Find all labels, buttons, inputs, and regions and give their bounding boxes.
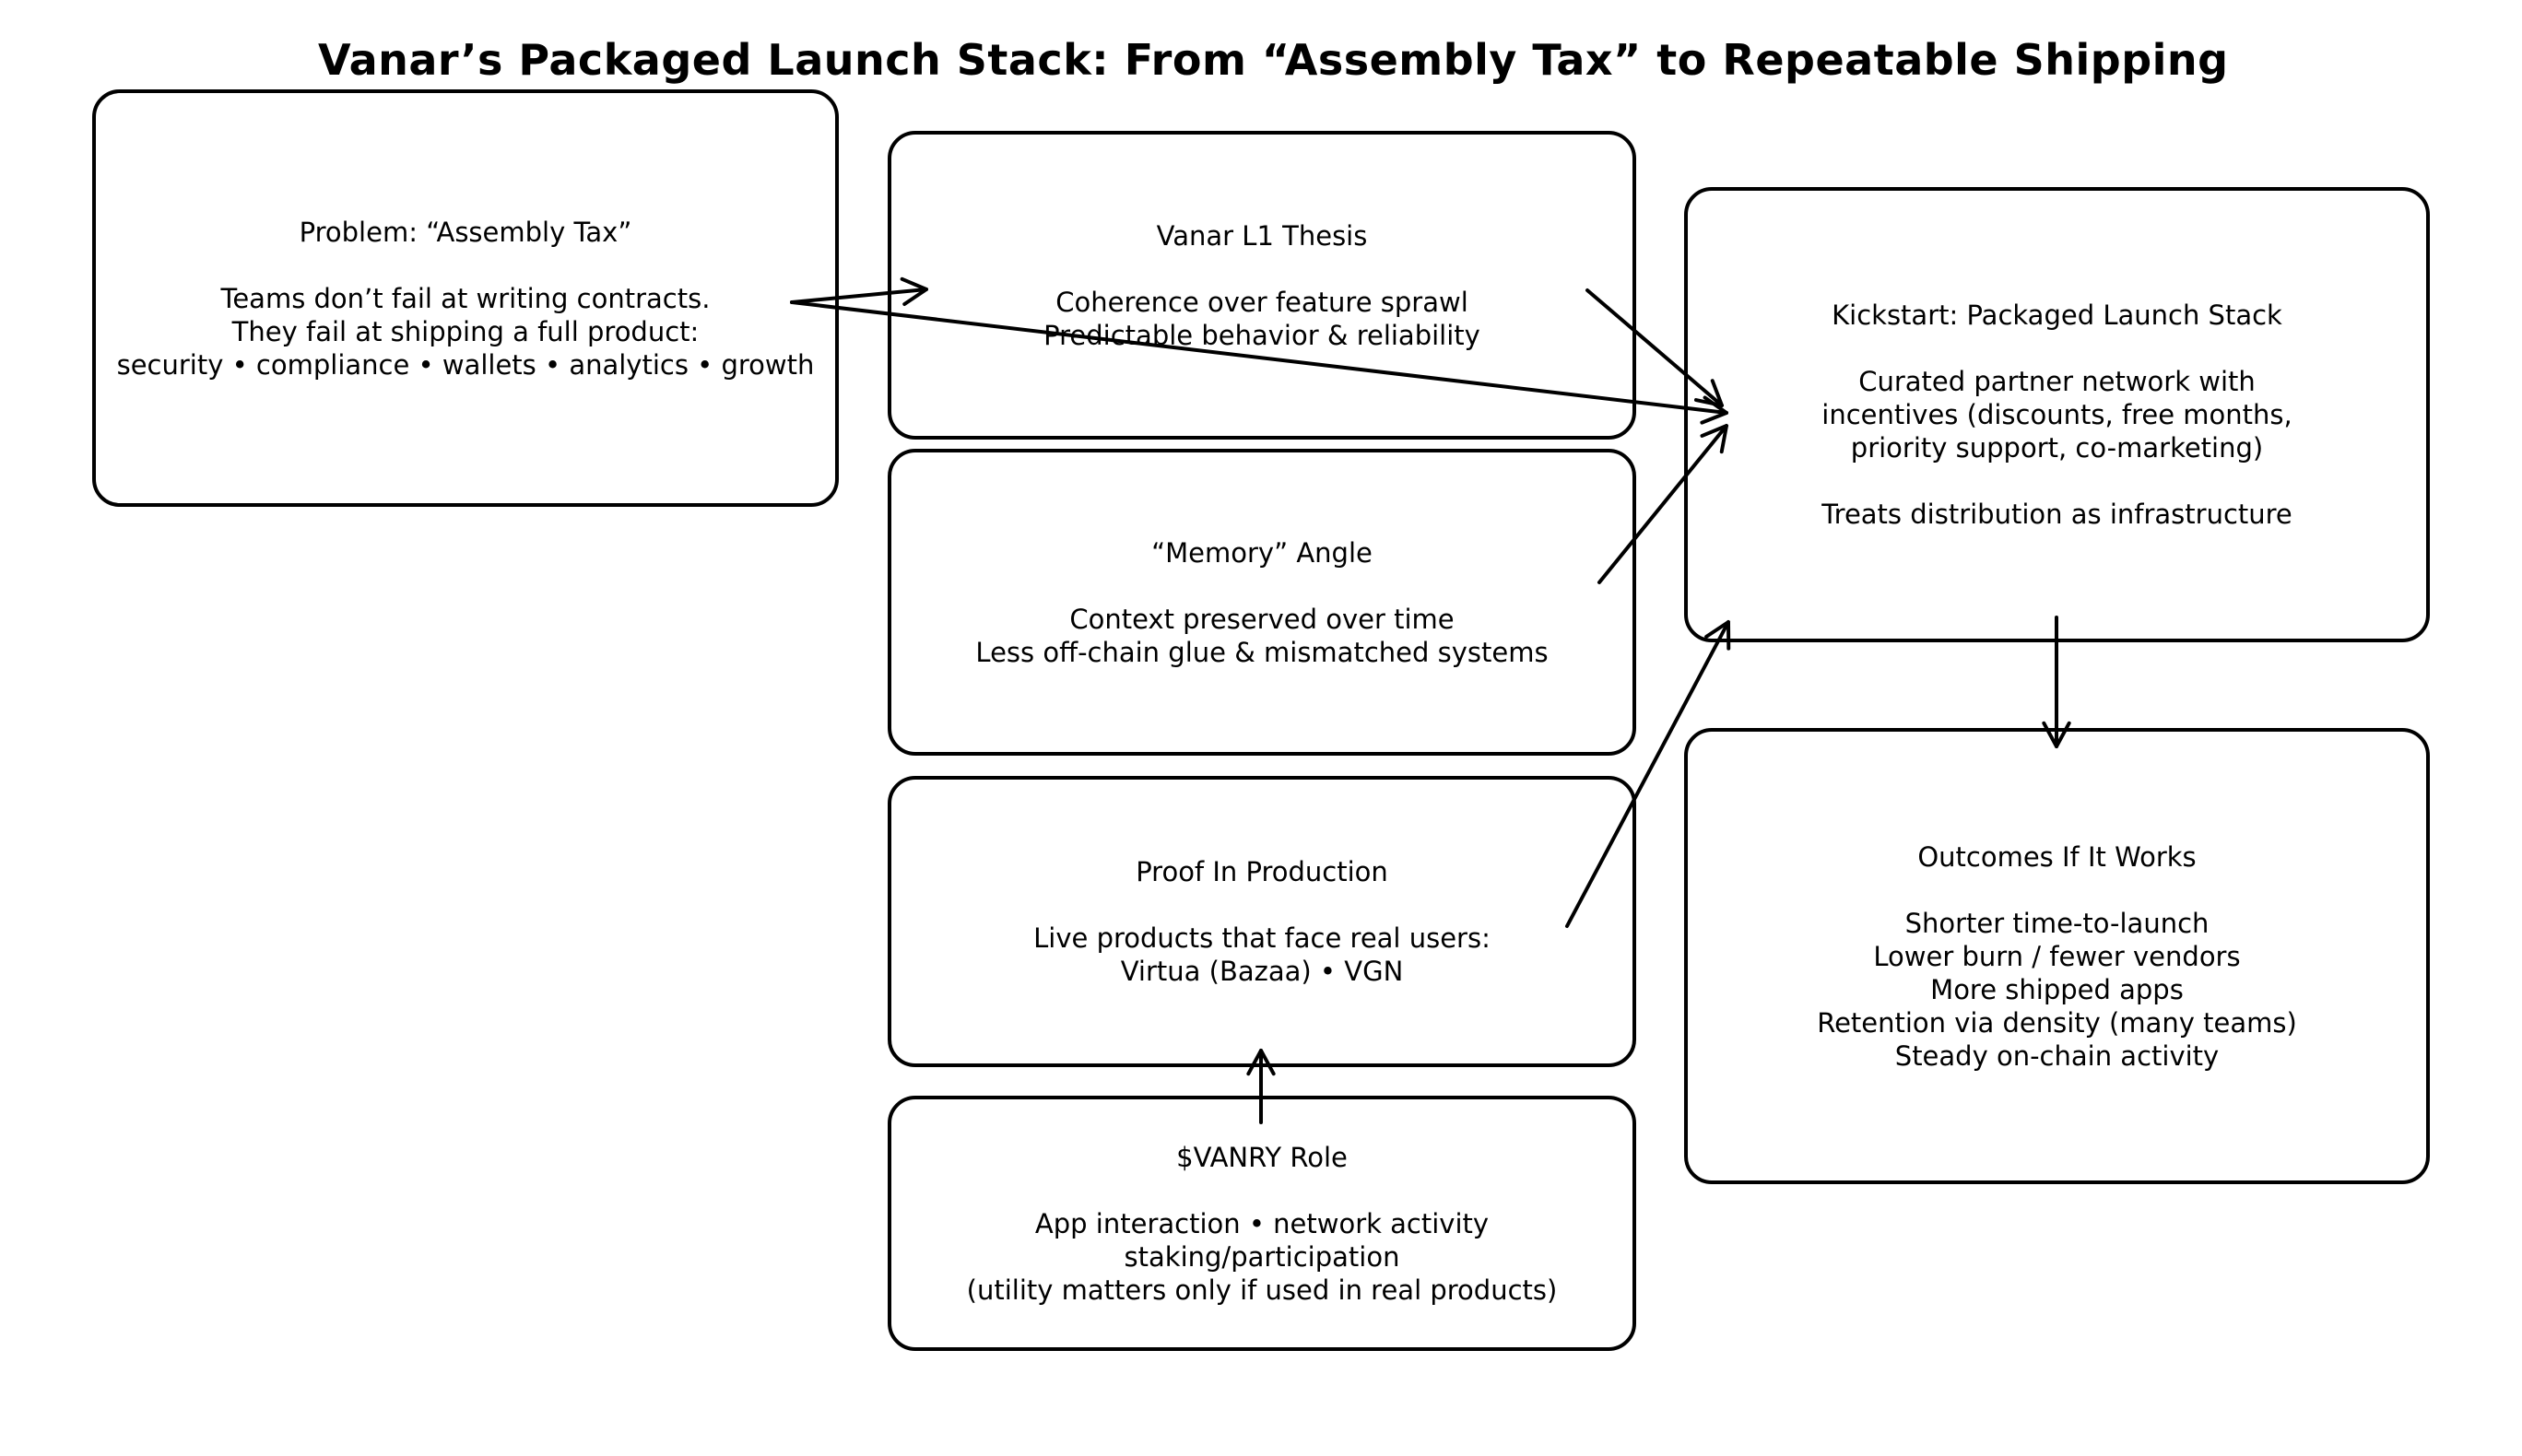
box-proof-in-production: Proof In Production Live products that f…: [888, 776, 1636, 1067]
box-memory-title: “Memory” Angle: [1151, 536, 1373, 569]
box-memory-line: Context preserved over time: [1069, 603, 1455, 635]
box-thesis-title: Vanar L1 Thesis: [1156, 219, 1368, 252]
box-vanry-line: staking/participation: [1124, 1240, 1400, 1273]
box-proof-line: Live products that face real users:: [1033, 922, 1491, 954]
box-outcomes-line: Retention via density (many teams): [1817, 1006, 2297, 1039]
box-memory-line: Less off-chain glue & mismatched systems: [975, 636, 1549, 668]
box-memory-angle: “Memory” Angle Context preserved over ti…: [888, 449, 1636, 756]
box-proof-line: Virtua (Bazaa) • VGN: [1120, 956, 1404, 987]
box-problem-line: They fail at shipping a full product:: [231, 315, 700, 347]
box-outcomes-line: Shorter time-to-launch: [1904, 907, 2210, 939]
box-vanry-line: App interaction • network activity: [1034, 1207, 1490, 1239]
diagram-title: Vanar’s Packaged Launch Stack: From “Ass…: [318, 35, 2229, 85]
box-problem-line: Teams don’t fail at writing contracts.: [220, 282, 711, 314]
box-thesis-line: Coherence over feature sprawl: [1055, 286, 1468, 318]
box-problem-line: security • compliance • wallets • analyt…: [116, 348, 815, 381]
box-problem: Problem: “Assembly Tax” Teams don’t fail…: [92, 89, 839, 507]
box-kickstart: Kickstart: Packaged Launch Stack Curated…: [1684, 187, 2430, 642]
box-kickstart-line: Curated partner network with: [1858, 366, 2256, 397]
box-outcomes: Outcomes If It Works Shorter time-to-lau…: [1684, 728, 2430, 1184]
box-outcomes-line: More shipped apps: [1930, 973, 2184, 1005]
box-outcomes-line: Lower burn / fewer vendors: [1873, 940, 2241, 972]
box-kickstart-line: incentives (discounts, free months,: [1821, 399, 2292, 430]
box-vanar-l1-thesis: Vanar L1 Thesis Coherence over feature s…: [888, 131, 1636, 440]
box-problem-title: Problem: “Assembly Tax”: [299, 216, 632, 248]
box-outcomes-title: Outcomes If It Works: [1917, 840, 2197, 873]
box-vanry-role: $VANRY Role App interaction • network ac…: [888, 1096, 1636, 1351]
box-vanry-title: $VANRY Role: [1176, 1141, 1348, 1173]
box-vanry-line: (utility matters only if used in real pr…: [966, 1274, 1558, 1306]
box-kickstart-title: Kickstart: Packaged Launch Stack: [1832, 299, 2282, 331]
box-outcomes-line: Steady on-chain activity: [1894, 1039, 2220, 1072]
box-proof-title: Proof In Production: [1136, 856, 1388, 887]
box-kickstart-line: Treats distribution as infrastructure: [1821, 499, 2292, 530]
box-thesis-line: Predictable behavior & reliability: [1043, 319, 1480, 351]
box-kickstart-line: priority support, co-marketing): [1850, 432, 2264, 464]
